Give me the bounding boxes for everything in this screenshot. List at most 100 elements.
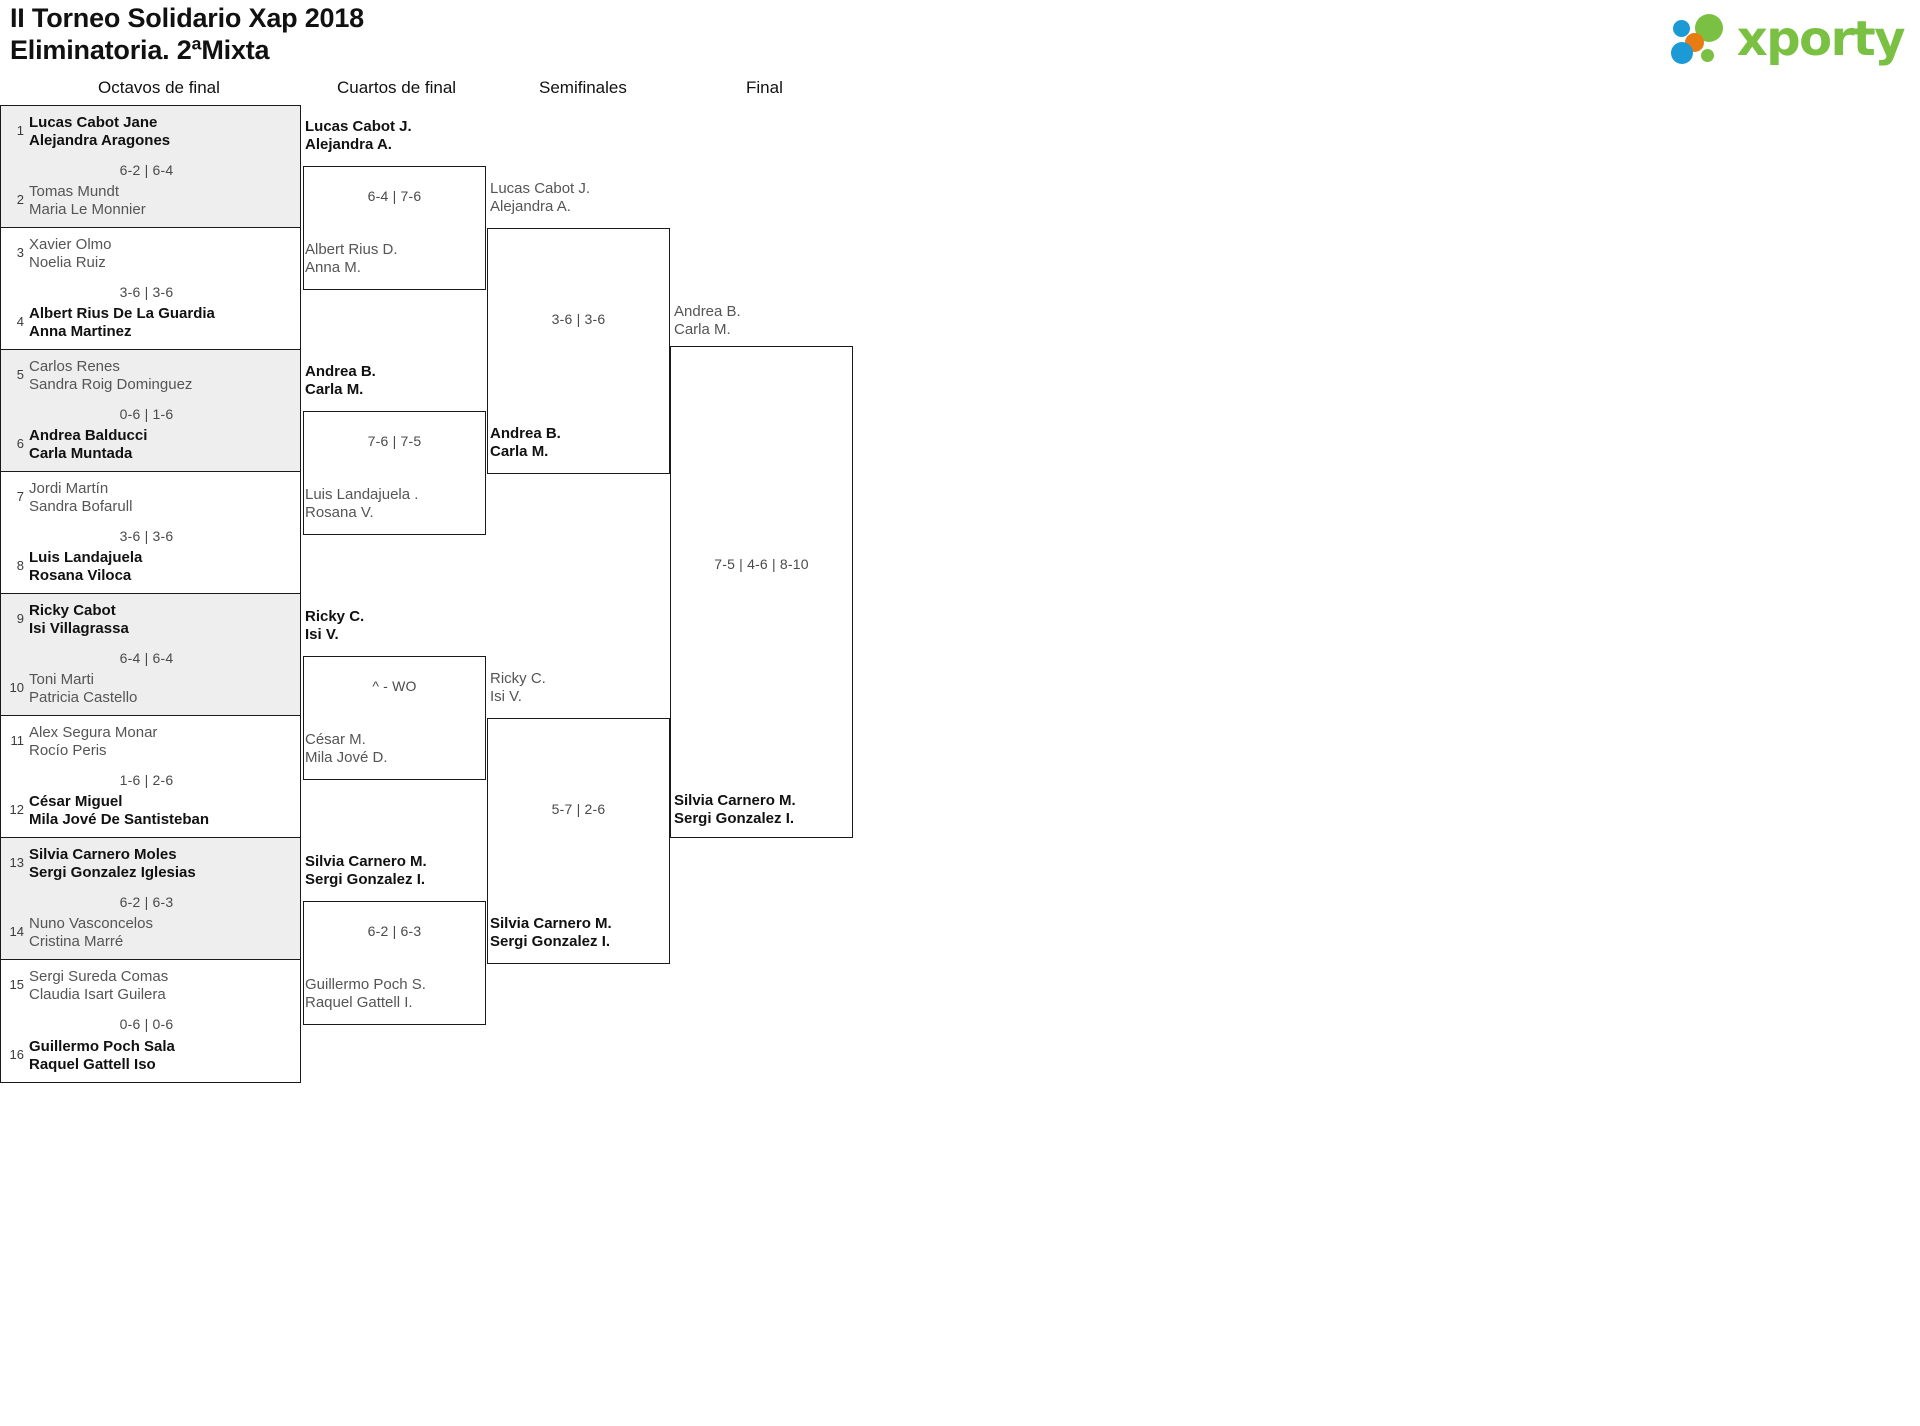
seed-number: 1: [16, 123, 24, 138]
logo-dot-green-small: [1700, 49, 1714, 62]
logo-dots-icon: [1670, 13, 1729, 65]
match-player-bottom: 16 Guillermo Poch Sala Raquel Gattell Is…: [7, 1038, 294, 1074]
player-names: Guillermo Poch Sala Raquel Gattell Iso: [29, 1038, 175, 1074]
player-names: Sergi Sureda Comas Claudia Isart Guilera: [29, 968, 168, 1004]
seed-number: 13: [9, 855, 24, 870]
player-name-1: Silvia Carnero M.: [305, 853, 427, 870]
match-player-bottom: 4 Albert Rius De La Guardia Anna Martine…: [7, 305, 294, 341]
match-player-bottom: Silvia Carnero M. Sergi Gonzalez I.: [674, 792, 796, 828]
match-player-top: 13 Silvia Carnero Moles Sergi Gonzalez I…: [7, 846, 294, 882]
player-names: Alex Segura Monar Rocío Peris: [29, 724, 157, 760]
player-name-1: Andrea B.: [305, 363, 376, 380]
match-player-bottom: 12 César Miguel Mila Jové De Santisteban: [7, 793, 294, 829]
player-name-2: Rosana V.: [305, 504, 374, 521]
player-names: Albert Rius De La Guardia Anna Martinez: [29, 305, 215, 341]
match-player-top: 7 Jordi Martín Sandra Bofarull: [7, 480, 294, 516]
player-name-1: Sergi Sureda Comas: [29, 968, 169, 985]
match-score: 6-2 | 6-4: [119, 162, 174, 178]
match-player-bottom: 6 Andrea Balducci Carla Muntada: [7, 427, 294, 463]
seed-number: 3: [16, 245, 24, 260]
player-name-1: Guillermo Poch Sala: [29, 1038, 175, 1055]
match-player-bottom: 10 Toni Marti Patricia Castello: [7, 671, 294, 707]
player-name-1: Silvia Carnero Moles: [29, 846, 177, 863]
player-name-2: Carla M.: [490, 443, 549, 460]
round-of-16-column: 1 Lucas Cabot Jane Alejandra Aragones 6-…: [0, 105, 301, 1083]
table-row[interactable]: 11 Alex Segura Monar Rocío Peris 1-6 | 2…: [1, 716, 300, 838]
table-row[interactable]: 5 Carlos Renes Sandra Roig Dominguez 0-6…: [1, 350, 300, 472]
bracket-connector: [670, 346, 853, 838]
round-header-octavos: Octavos de final: [98, 78, 220, 97]
match-score: 3-6 | 3-6: [551, 311, 606, 327]
bracket-connector: [487, 228, 670, 474]
seed-number: 4: [16, 314, 24, 329]
player-name-2: Alejandra A.: [305, 136, 392, 153]
match-player-top: Lucas Cabot J. Alejandra A.: [490, 180, 590, 216]
player-name-1: Lucas Cabot J.: [490, 180, 591, 197]
player-name-2: Sandra Bofarull: [29, 498, 133, 515]
player-names: Lucas Cabot Jane Alejandra Aragones: [29, 114, 170, 150]
player-name-2: Raquel Gattell Iso: [29, 1056, 156, 1073]
seed-number: 5: [16, 367, 24, 382]
page-title: II Torneo Solidario Xap 2018 Eliminatori…: [10, 2, 1010, 66]
player-name-2: Mila Jové D.: [305, 749, 388, 766]
match-player-bottom: Andrea B. Carla M.: [490, 425, 561, 461]
player-name-2: Carla M.: [674, 321, 731, 338]
match-player-bottom: Albert Rius D. Anna M.: [305, 241, 398, 277]
table-row[interactable]: 7 Jordi Martín Sandra Bofarull 3-6 | 3-6…: [1, 472, 300, 594]
match-player-top: 5 Carlos Renes Sandra Roig Dominguez: [7, 358, 294, 394]
player-name-2: Isi Villagrassa: [29, 620, 129, 637]
player-name-2: Sergi Gonzalez I.: [305, 871, 426, 888]
match-score: 5-7 | 2-6: [551, 801, 606, 817]
match-player-bottom: 8 Luis Landajuela Rosana Viloca: [7, 549, 294, 585]
match-score: 0-6 | 1-6: [119, 406, 174, 422]
table-row[interactable]: 3 Xavier Olmo Noelia Ruiz 3-6 | 3-6 4 Al…: [1, 228, 300, 350]
match-score: 7-6 | 7-5: [367, 433, 422, 449]
player-names: Toni Marti Patricia Castello: [29, 671, 137, 707]
match-score: 6-4 | 7-6: [367, 188, 422, 204]
xporty-logo: xporty: [1670, 8, 1906, 70]
match-score: 6-2 | 6-3: [119, 894, 174, 910]
player-name-1: César Miguel: [29, 793, 123, 810]
match-player-top: Ricky C. Isi V.: [305, 608, 364, 644]
match-player-bottom: Guillermo Poch S. Raquel Gattell I.: [305, 976, 426, 1012]
player-name-1: Nuno Vasconcelos: [29, 915, 153, 932]
player-name-2: Alejandra A.: [490, 198, 571, 215]
tournament-name: II Torneo Solidario Xap 2018: [10, 3, 364, 33]
match-score: 1-6 | 2-6: [119, 772, 174, 788]
seed-number: 12: [9, 802, 24, 817]
match-player-top: 11 Alex Segura Monar Rocío Peris: [7, 724, 294, 760]
player-names: Xavier Olmo Noelia Ruiz: [29, 236, 112, 272]
match-player-bottom: César M. Mila Jové D.: [305, 731, 388, 767]
player-name-1: Albert Rius D.: [305, 241, 398, 258]
player-names: Andrea Balducci Carla Muntada: [29, 427, 147, 463]
seed-number: 11: [10, 733, 25, 748]
player-name-1: Lucas Cabot J.: [305, 118, 412, 135]
seed-number: 2: [16, 192, 24, 207]
match-player-bottom: Silvia Carnero M. Sergi Gonzalez I.: [490, 915, 612, 951]
player-names: Carlos Renes Sandra Roig Dominguez: [29, 358, 192, 394]
player-name-1: Lucas Cabot Jane: [29, 114, 158, 131]
player-names: Tomas Mundt Maria Le Monnier: [29, 183, 146, 219]
table-row[interactable]: 9 Ricky Cabot Isi Villagrassa 6-4 | 6-4 …: [1, 594, 300, 716]
player-name-2: Maria Le Monnier: [29, 201, 146, 218]
match-player-bottom: Luis Landajuela . Rosana V.: [305, 486, 418, 522]
table-row[interactable]: 15 Sergi Sureda Comas Claudia Isart Guil…: [1, 960, 300, 1082]
player-name-1: Ricky C.: [305, 608, 365, 625]
player-name-2: Carla Muntada: [29, 445, 133, 462]
player-name-1: Ricky C.: [490, 670, 546, 687]
player-names: Nuno Vasconcelos Cristina Marré: [29, 915, 153, 951]
player-name-1: Luis Landajuela .: [305, 486, 419, 503]
player-name-1: Tomas Mundt: [29, 183, 120, 200]
table-row[interactable]: 13 Silvia Carnero Moles Sergi Gonzalez I…: [1, 838, 300, 960]
round-header-cuartos: Cuartos de final: [337, 78, 457, 97]
match-player-top: Silvia Carnero M. Sergi Gonzalez I.: [305, 853, 427, 889]
player-name-2: Cristina Marré: [29, 933, 124, 950]
player-names: Luis Landajuela Rosana Viloca: [29, 549, 142, 585]
player-name-2: Claudia Isart Guilera: [29, 986, 166, 1003]
player-name-1: Toni Marti: [29, 671, 95, 688]
player-name-2: Isi V.: [490, 688, 522, 705]
player-name-2: Patricia Castello: [29, 689, 138, 706]
seed-number: 7: [16, 489, 24, 504]
table-row[interactable]: 1 Lucas Cabot Jane Alejandra Aragones 6-…: [1, 106, 300, 228]
player-name-2: Sergi Gonzalez I.: [674, 810, 795, 827]
